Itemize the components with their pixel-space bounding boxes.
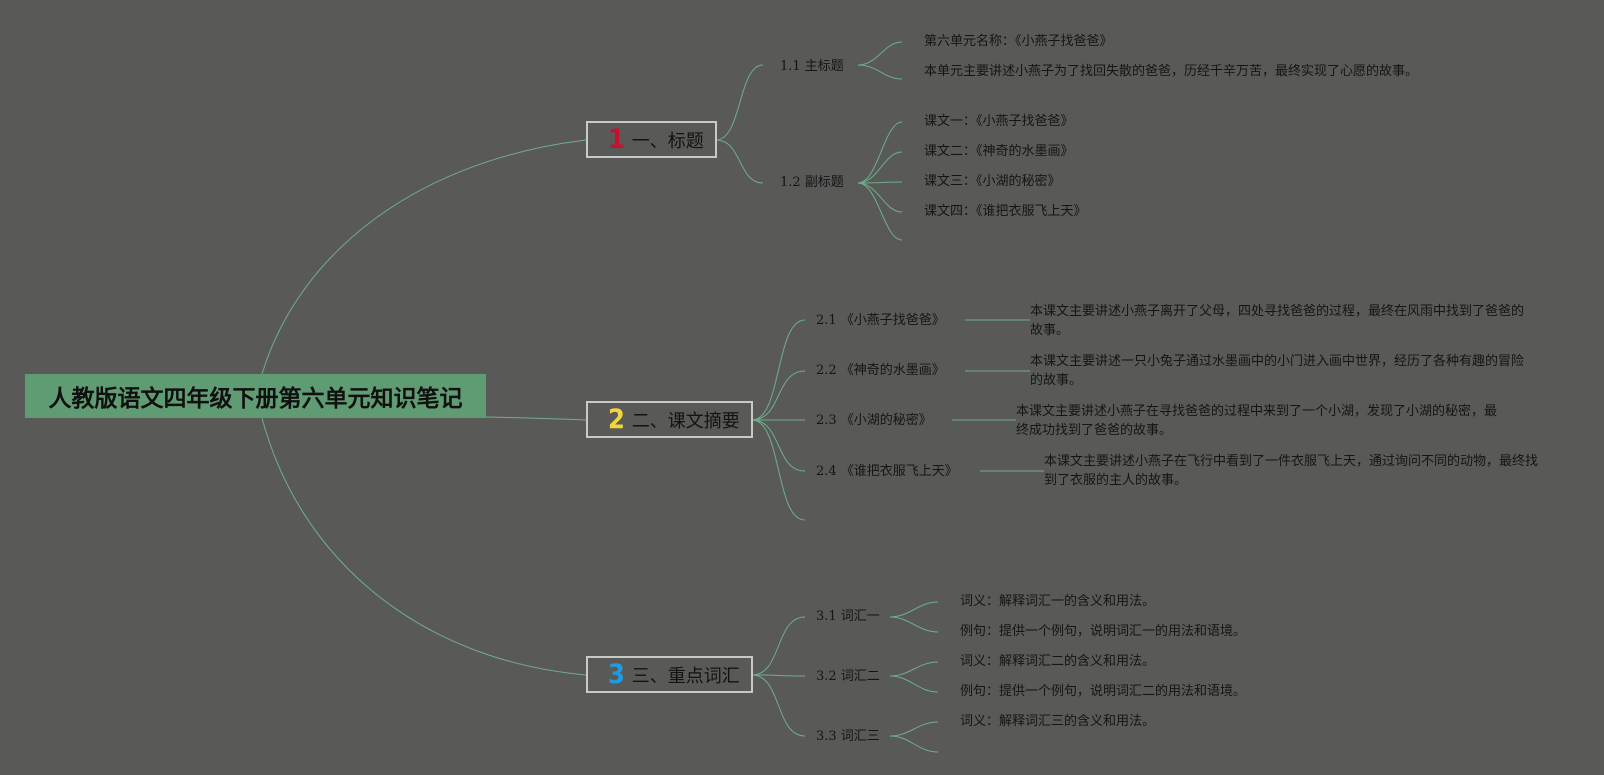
subtopic-2-4[interactable]: 2.4 《谁把衣服飞上天》 xyxy=(816,464,958,479)
leaf-2-2[interactable]: 本课文主要讲述一只小兔子通过水墨画中的小门进入画中世界，经历了各种有趣的冒险的故… xyxy=(1030,354,1525,388)
link-s11-l1 xyxy=(857,41,903,66)
link-b2-s5 xyxy=(751,419,806,521)
link-b3-s1 xyxy=(751,616,806,676)
root-topic[interactable]: 人教版语文四年级下册第六单元知识笔记 xyxy=(25,374,486,418)
branch-topic-3[interactable]: 3 三、重点词汇 xyxy=(586,656,753,693)
link-s12-l3 xyxy=(857,181,903,184)
link-s33-l2 xyxy=(889,735,939,753)
link-s12-l1 xyxy=(857,121,903,184)
link-s32-l2 xyxy=(889,675,939,693)
branch-topic-1[interactable]: 1 一、标题 xyxy=(586,121,717,158)
subtopic-3-1[interactable]: 3.1 词汇一 xyxy=(816,609,880,624)
link-s31-l2 xyxy=(889,616,939,633)
link-b3-s3 xyxy=(751,674,806,737)
leaf-3-1-1[interactable]: 词义：解释词汇一的含义和用法。 xyxy=(960,594,1156,609)
branch-number-1: 1 xyxy=(607,124,625,155)
leaf-2-3[interactable]: 本课文主要讲述小燕子在寻找爸爸的过程中来到了一个小湖，发现了小湖的秘密，最终成功… xyxy=(1016,404,1498,438)
leaf-3-3-1[interactable]: 词义：解释词汇三的含义和用法。 xyxy=(960,714,1156,729)
leaf-3-2-1[interactable]: 词义：解释词汇二的含义和用法。 xyxy=(960,654,1156,669)
leaf-1-2-1[interactable]: 课文一：《小燕子找爸爸》 xyxy=(924,114,1074,129)
subtopic-2-2[interactable]: 2.2 《神奇的水墨画》 xyxy=(816,363,945,378)
leaf-1-2-3[interactable]: 课文三：《小湖的秘密》 xyxy=(924,174,1061,189)
link-s12-l5 xyxy=(857,182,903,241)
link-b2-s2 xyxy=(751,370,806,421)
leaf-3-1-2[interactable]: 例句：提供一个例句，说明词汇一的用法和语境。 xyxy=(960,624,1247,639)
subtopic-3-3[interactable]: 3.3 词汇三 xyxy=(816,729,880,744)
link-s32-l1 xyxy=(889,661,939,677)
leaf-1-2-2[interactable]: 课文二：《神奇的水墨画》 xyxy=(924,144,1074,159)
subtopic-1-1[interactable]: 1.1 主标题 xyxy=(780,59,844,74)
link-root-branch-2 xyxy=(485,416,587,421)
branch-number-2: 2 xyxy=(607,404,625,435)
leaf-2-1[interactable]: 本课文主要讲述小燕子离开了父母，四处寻找爸爸的过程，最终在风雨中找到了爸爸的故事… xyxy=(1030,304,1525,338)
link-s31-l1 xyxy=(889,601,939,618)
branch-label-1: 一、标题 xyxy=(631,130,704,152)
subtopic-1-2[interactable]: 1.2 副标题 xyxy=(780,175,844,190)
subtopic-2-1[interactable]: 2.1 《小燕子找爸爸》 xyxy=(816,313,945,328)
link-b1-s2 xyxy=(715,139,764,184)
link-s11-l2 xyxy=(857,64,903,80)
link-b1-s1 xyxy=(715,64,764,141)
subtopic-3-2[interactable]: 3.2 词汇二 xyxy=(816,669,880,684)
link-b2-s4 xyxy=(751,419,806,472)
leaf-2-4[interactable]: 本课文主要讲述小燕子在飞行中看到了一件衣服飞上天，通过询问不同的动物，最终找到了… xyxy=(1044,454,1539,488)
link-root-branch-3 xyxy=(261,417,587,676)
leaf-1-1-2[interactable]: 本单元主要讲述小燕子为了找回失散的爸爸，历经千辛万苦，最终实现了心愿的故事。 xyxy=(924,64,1419,79)
branch-label-2: 二、课文摘要 xyxy=(631,410,740,432)
leaf-3-2-2[interactable]: 例句：提供一个例句，说明词汇二的用法和语境。 xyxy=(960,684,1247,699)
branch-label-3: 三、重点词汇 xyxy=(631,665,740,687)
link-s33-l1 xyxy=(889,721,939,737)
branch-topic-2[interactable]: 2 二、课文摘要 xyxy=(586,401,753,438)
subtopic-2-3[interactable]: 2.3 《小湖的秘密》 xyxy=(816,413,932,428)
link-b2-s1 xyxy=(751,319,806,421)
branch-number-3: 3 xyxy=(607,659,625,690)
link-b3-s2 xyxy=(751,674,806,677)
link-s12-l2 xyxy=(857,151,903,184)
leaf-1-2-4[interactable]: 课文四：《谁把衣服飞上天》 xyxy=(924,204,1087,219)
leaf-1-1-1[interactable]: 第六单元名称：《小燕子找爸爸》 xyxy=(924,34,1113,49)
link-s12-l4 xyxy=(857,182,903,213)
link-root-branch-1 xyxy=(261,139,587,375)
